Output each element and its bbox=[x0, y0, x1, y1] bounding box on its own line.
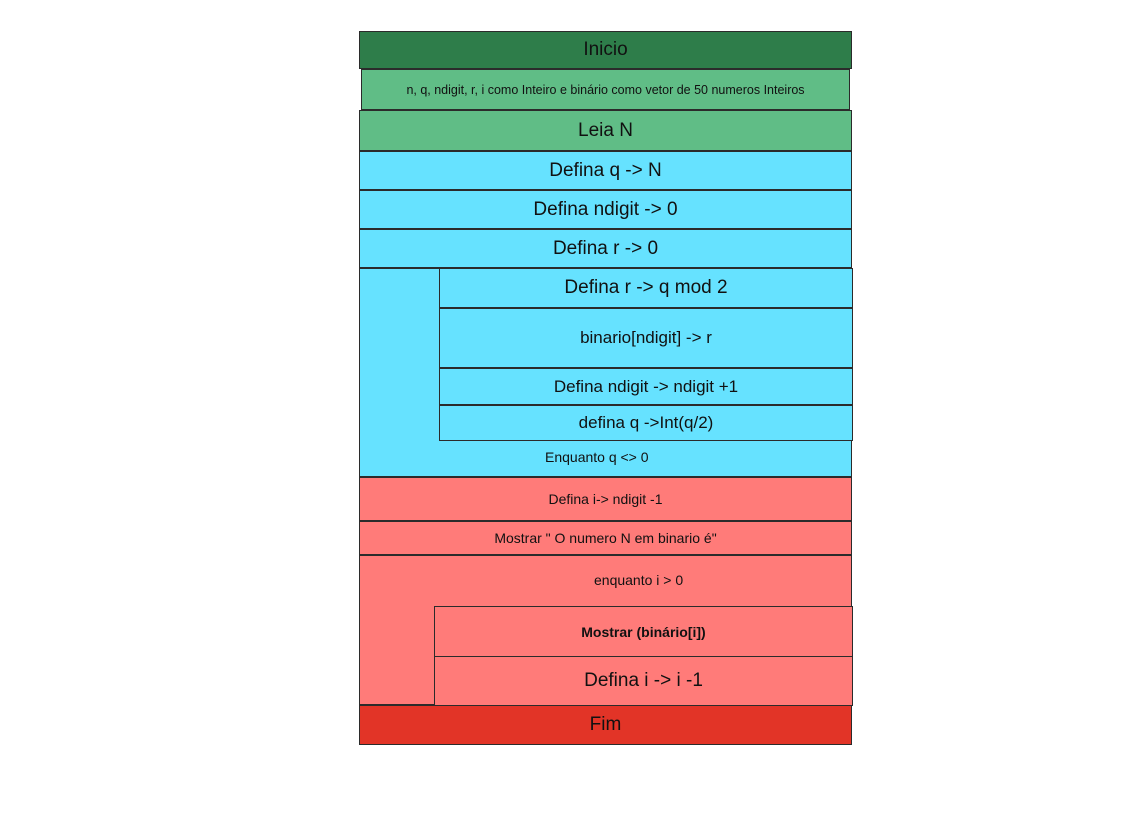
end-label: Fim bbox=[589, 714, 622, 735]
assign-ndigit-label: Defina ndigit -> 0 bbox=[533, 198, 678, 220]
loop-step-binario-assign: binario[ndigit] -> r bbox=[439, 308, 853, 368]
nassi-shneiderman-diagram: Inicio n, q, ndigit, r, i como Inteiro e… bbox=[359, 31, 853, 745]
while-2-condition-label: enquanto i > 0 bbox=[594, 572, 684, 588]
start-label: Inicio bbox=[583, 39, 628, 60]
assign-ndigit-block: Defina ndigit -> 0 bbox=[359, 190, 852, 229]
declaration-label: n, q, ndigit, r, i como Inteiro e binári… bbox=[406, 82, 805, 97]
loop2-step-label: Defina i -> i -1 bbox=[584, 670, 703, 691]
start-block: Inicio bbox=[359, 31, 852, 69]
while-condition-label: Enquanto q <> 0 bbox=[545, 449, 649, 465]
assign-q-block: Defina q -> N bbox=[359, 151, 852, 190]
read-input-label: Leia N bbox=[578, 119, 633, 141]
end-block: Fim bbox=[359, 705, 852, 745]
loop-step-increment-ndigit: Defina ndigit -> ndigit +1 bbox=[439, 368, 853, 405]
output-message-block: Mostrar " O numero N em binario é" bbox=[359, 521, 852, 555]
assign-r-block: Defina r -> 0 bbox=[359, 229, 852, 268]
assign-r-label: Defina r -> 0 bbox=[552, 237, 659, 259]
loop-step-label: Defina ndigit -> ndigit +1 bbox=[553, 376, 739, 396]
loop2-step-label: Mostrar (binário[i]) bbox=[581, 623, 706, 640]
while-loop-2-block: enquanto i > 0 Mostrar (binário[i]) Defi… bbox=[359, 555, 853, 706]
read-input-block: Leia N bbox=[359, 110, 852, 151]
assign-i-label: Defina i-> ndigit -1 bbox=[548, 491, 663, 507]
assign-q-label: Defina q -> N bbox=[549, 159, 662, 181]
output-message-label: Mostrar " O numero N em binario é" bbox=[494, 530, 717, 546]
loop-step-r-mod: Defina r -> q mod 2 bbox=[439, 268, 853, 308]
loop2-step-output-binario: Mostrar (binário[i]) bbox=[434, 606, 853, 657]
loop2-step-decrement-i: Defina i -> i -1 bbox=[434, 656, 853, 706]
loop-step-label: binario[ndigit] -> r bbox=[580, 328, 712, 347]
loop-step-halve-q: defina q ->Int(q/2) bbox=[439, 405, 853, 441]
assign-i-block: Defina i-> ndigit -1 bbox=[359, 477, 852, 521]
loop-step-label: defina q ->Int(q/2) bbox=[578, 413, 714, 432]
declaration-block: n, q, ndigit, r, i como Inteiro e binári… bbox=[361, 69, 850, 110]
loop-step-label: Defina r -> q mod 2 bbox=[564, 277, 728, 298]
while-loop-block: Defina r -> q mod 2 binario[ndigit] -> r… bbox=[359, 268, 853, 477]
